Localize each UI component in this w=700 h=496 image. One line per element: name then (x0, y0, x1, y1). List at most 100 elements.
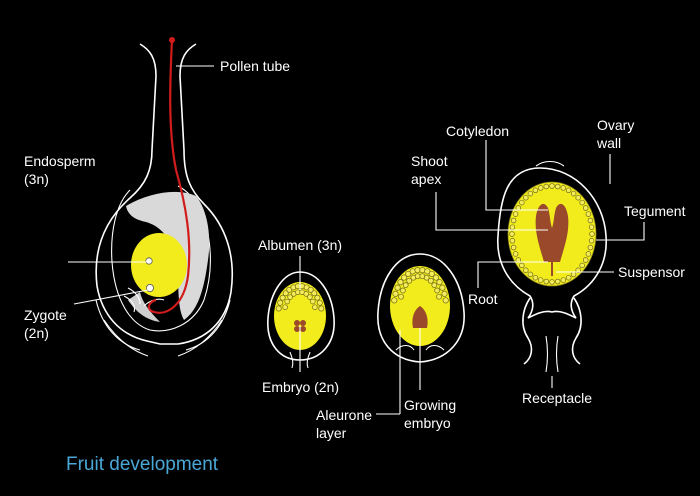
cell (579, 262, 585, 269)
cell (560, 277, 567, 283)
cell (510, 244, 517, 251)
cell (560, 185, 567, 191)
early-seed-stalk-left (289, 351, 294, 369)
cell (316, 299, 323, 306)
nucellus-lower (128, 292, 160, 322)
pollen-tube (147, 39, 191, 314)
cell (282, 304, 288, 310)
early-seed-stalk-right (306, 351, 311, 369)
developing-seed-base-left (395, 344, 415, 351)
albumen-label: Albumen (3n) (258, 237, 342, 253)
cell (587, 217, 594, 224)
cell (570, 271, 577, 278)
ovary-outline (95, 43, 234, 345)
cell (409, 268, 416, 275)
growing-embryo-label-2: embryo (404, 415, 451, 431)
cell (287, 294, 293, 300)
zygote-ploidy-label: (2n) (24, 325, 49, 341)
shoot-apex-leader (435, 192, 548, 231)
cell (565, 274, 572, 281)
shoot-apex-label: apex (411, 171, 441, 187)
cell (275, 305, 282, 312)
cell (312, 304, 318, 310)
cell (303, 291, 309, 297)
early-embryo (294, 320, 306, 332)
aleurone-label: Aleurone (316, 407, 372, 423)
cell (398, 293, 404, 300)
cell (585, 251, 592, 257)
cell (311, 290, 318, 297)
cell (405, 270, 412, 277)
cell (537, 277, 544, 283)
endosperm-ploidy-label: (3n) (24, 171, 49, 187)
ovule-fertilization-stage: Pollen tube Endosperm (3n) Zygote (2n) (24, 37, 290, 357)
cell (588, 238, 595, 244)
ovary-wall (497, 167, 607, 319)
cell (394, 284, 401, 291)
cell (424, 268, 431, 275)
aleurone-cell-layer (391, 267, 449, 304)
cotyledon-leader (485, 140, 548, 211)
suspensor-label: Suspensor (618, 264, 685, 280)
sepal-right-1 (185, 299, 231, 351)
cell (579, 199, 585, 206)
developing-seed-base-right (425, 344, 445, 351)
cell (527, 190, 534, 197)
cell (441, 290, 448, 297)
sepal-left-2 (103, 319, 149, 357)
cell (397, 279, 404, 286)
stalk-right (555, 335, 559, 373)
pollen-tube-label: Pollen tube (220, 58, 290, 74)
cell (419, 267, 426, 274)
cell (575, 194, 581, 201)
sepal-left-1 (95, 299, 141, 351)
receptacle-left (522, 297, 533, 365)
cell (509, 238, 516, 244)
cell (400, 287, 406, 294)
cell (585, 211, 592, 217)
ovary-label: Ovary (597, 117, 634, 133)
cell (442, 297, 449, 304)
cell (423, 274, 430, 281)
cell (519, 199, 525, 206)
cell (439, 284, 446, 291)
stalk-left (545, 335, 549, 373)
cell (588, 224, 595, 230)
root-leader (477, 261, 548, 288)
cell (427, 277, 434, 284)
cell (532, 187, 539, 194)
cell (554, 183, 561, 190)
cell (509, 224, 516, 230)
root-label: Root (468, 291, 498, 307)
sepal-right-2 (177, 319, 223, 357)
cell (318, 305, 325, 312)
ovary-top-notch (535, 160, 565, 167)
developing-seed-stage: Aleurone layer Growing embryo (316, 253, 465, 441)
cell (314, 294, 321, 301)
cell (523, 194, 529, 201)
ovary-wall-label: wall (596, 135, 621, 151)
tegument-leader (596, 222, 645, 241)
cell (402, 282, 409, 288)
albumen-cell-layer (275, 283, 325, 312)
cell (282, 290, 289, 297)
zygote-label: Zygote (24, 307, 67, 323)
cell (537, 185, 544, 191)
mature-fruit-stage: Cotyledon Ovary wall Shoot apex Tegument… (411, 117, 686, 406)
pollen-grain (169, 37, 175, 43)
endosperm-label: Endosperm (24, 153, 96, 169)
tegument-label: Tegument (624, 203, 686, 219)
cell (527, 271, 534, 278)
cell (284, 298, 290, 305)
cell (519, 262, 525, 269)
cell (436, 279, 443, 286)
tegument-cell-layer (509, 183, 595, 285)
cell (554, 278, 561, 285)
cell (543, 183, 550, 190)
shoot-label: Shoot (411, 153, 448, 169)
cell (391, 297, 398, 304)
receptacle-label: Receptacle (522, 390, 592, 406)
cell (509, 231, 515, 237)
mature-embryo (535, 203, 569, 262)
